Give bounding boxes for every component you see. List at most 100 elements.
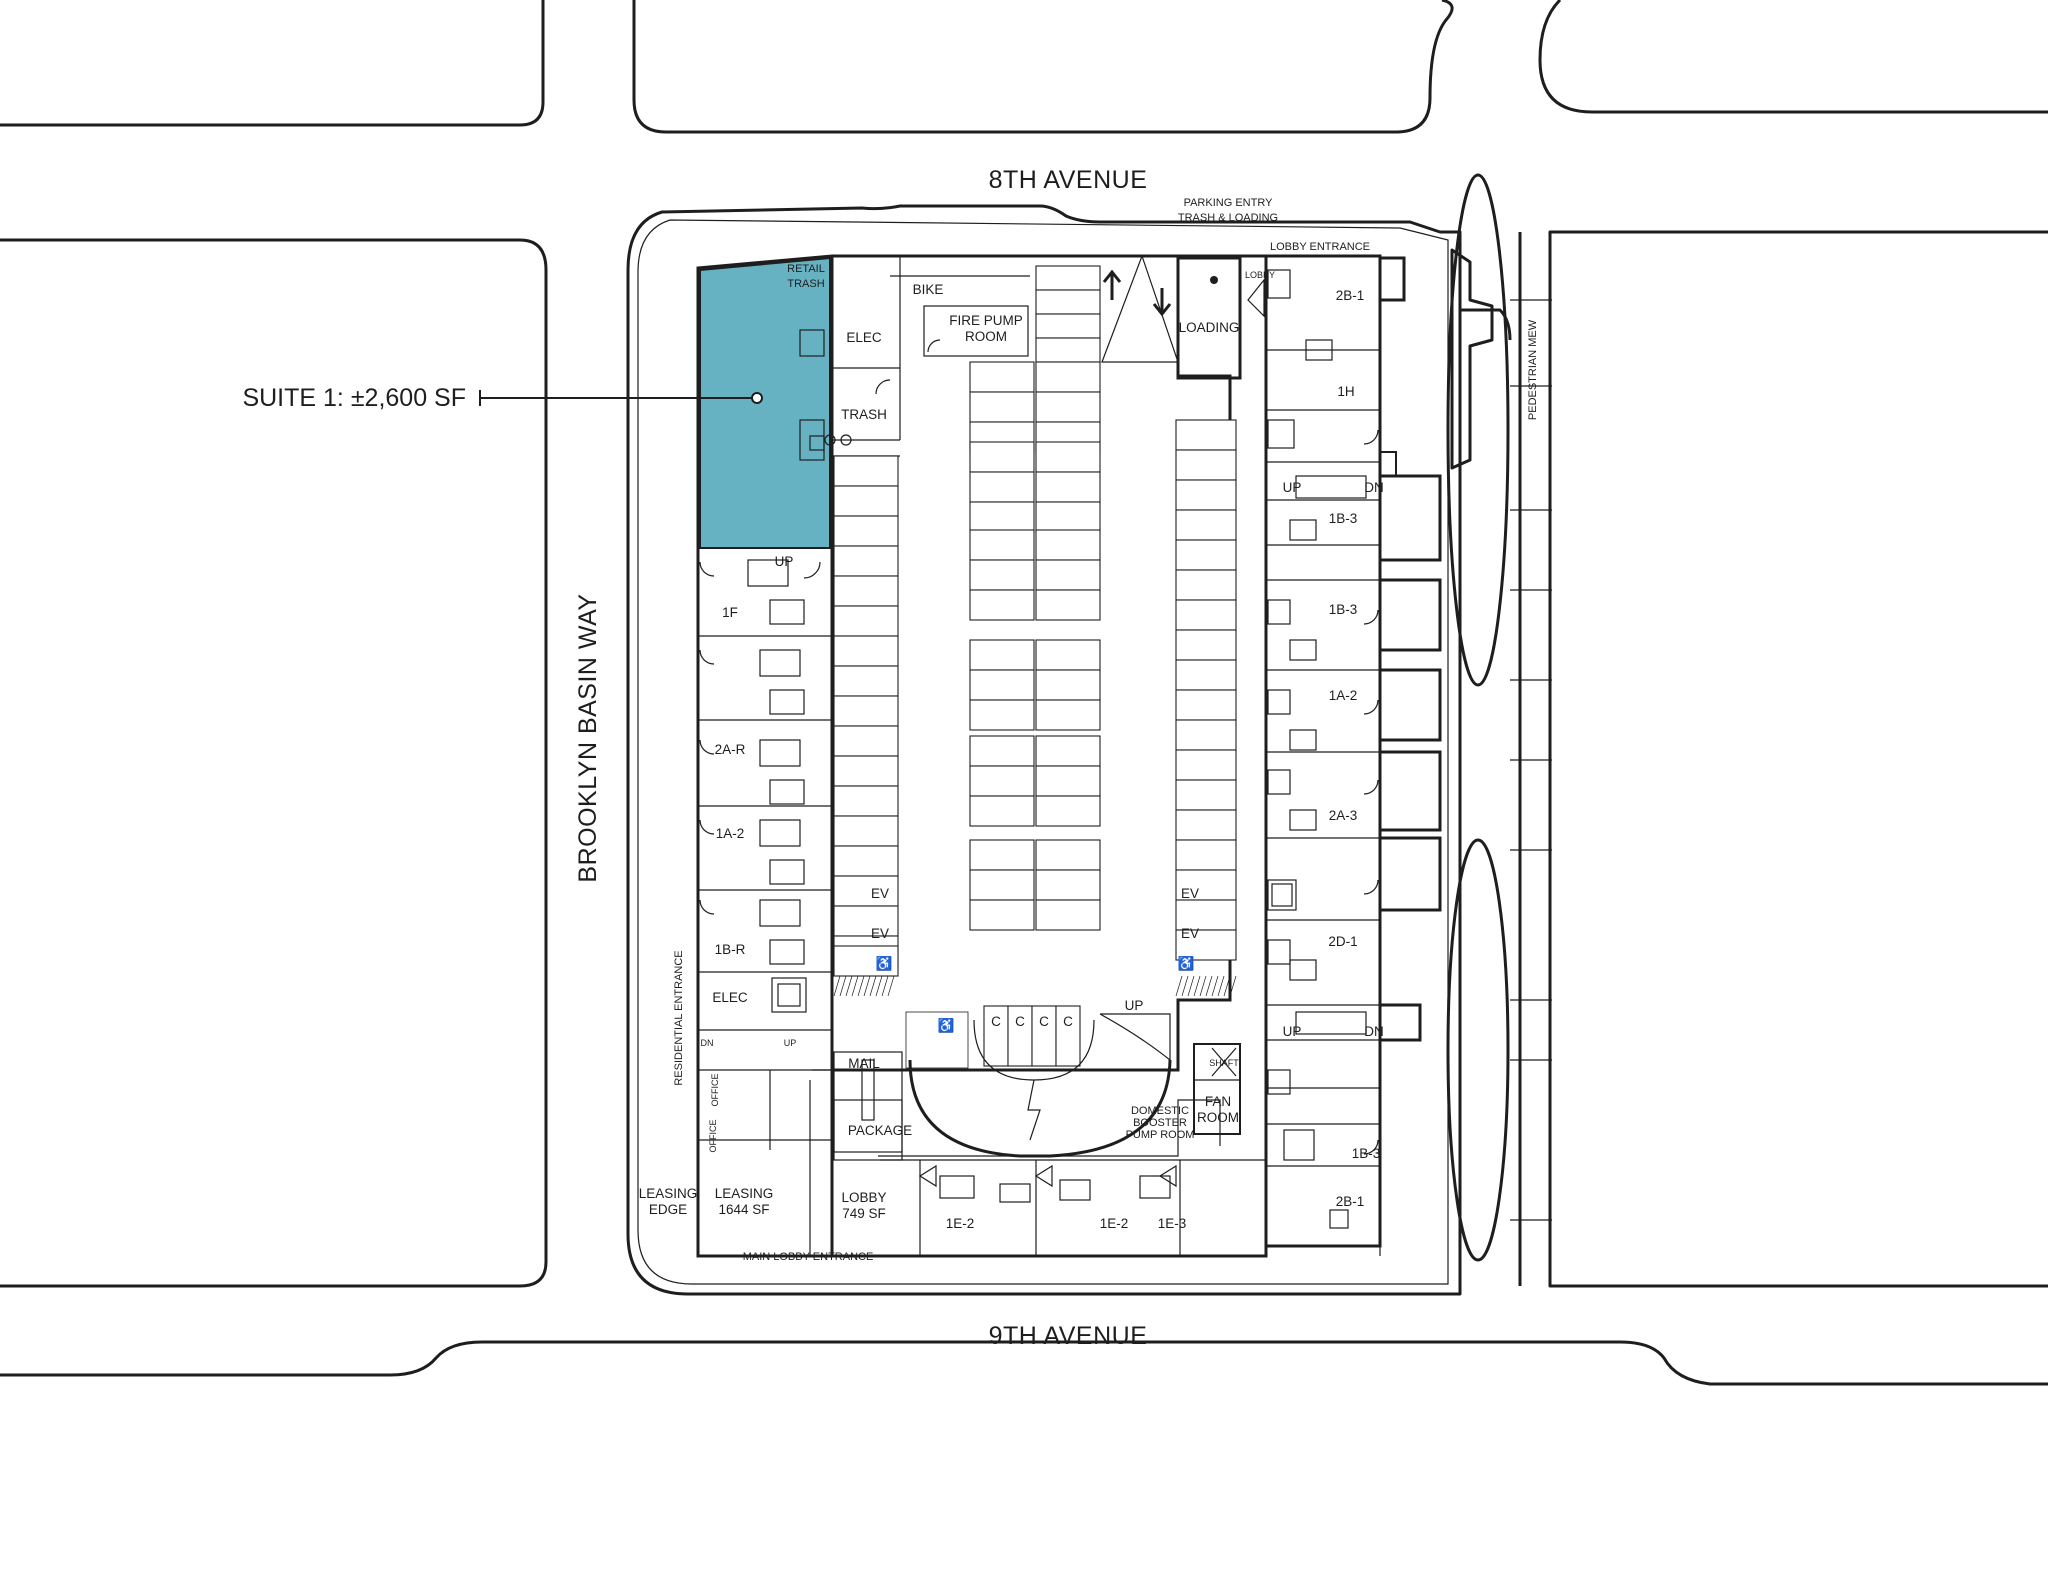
main-lobby-entrance-label: MAIN LOBBY ENTRANCE bbox=[743, 1251, 874, 1263]
parking-stall-65 bbox=[1175, 599, 1237, 631]
accessible-stall-ramp: ♿ bbox=[938, 1017, 955, 1033]
parking-stall-2 bbox=[1035, 289, 1101, 315]
parking-stall-56 bbox=[833, 905, 899, 937]
parking-stall-58 bbox=[833, 945, 899, 977]
parking-stall-15 bbox=[969, 501, 1035, 533]
parking-stall-52 bbox=[833, 785, 899, 817]
parking-stall-40 bbox=[1035, 899, 1101, 931]
street-pedestrian-mew: PEDESTRIAN MEW bbox=[1527, 319, 1539, 420]
parking-stall-8 bbox=[1035, 391, 1101, 423]
lobby-entrance-label: LOBBY ENTRANCE bbox=[1270, 241, 1370, 253]
parking-stall-39 bbox=[969, 899, 1035, 931]
retail-trash-label: RETAIL bbox=[787, 263, 825, 275]
parking-stall-79 bbox=[1031, 1005, 1057, 1067]
parking-stall-51 bbox=[833, 755, 899, 787]
unit-2b-1-south: 2B-1 bbox=[1336, 1194, 1365, 1209]
parking-stall-45 bbox=[833, 575, 899, 607]
entrance-labels: PARKING ENTRY TRASH & LOADING LOBBY ENTR… bbox=[673, 197, 1370, 1263]
parking-stall-14 bbox=[1035, 471, 1101, 503]
parking-stall-44 bbox=[833, 545, 899, 577]
parking-stall-53 bbox=[833, 815, 899, 847]
parking-stall-46 bbox=[833, 605, 899, 637]
unit-labels-west: 1F 2A-R 1A-2 1B-R bbox=[715, 605, 746, 957]
parking-stall-28 bbox=[1035, 699, 1101, 731]
east-wing-rooms bbox=[1247, 269, 1381, 1256]
east-stair-up-label: UP bbox=[1283, 480, 1302, 495]
leasing-edge-label-2: EDGE bbox=[649, 1202, 687, 1217]
compact-stall-1: C bbox=[991, 1014, 1001, 1029]
booster-pump-label-3: PUMP ROOM bbox=[1126, 1129, 1195, 1141]
loading-label: LOADING bbox=[1179, 320, 1240, 335]
parking-stall-3 bbox=[1035, 313, 1101, 339]
accessible-stall-west: ♿ bbox=[876, 955, 893, 971]
parking-stall-73 bbox=[1175, 839, 1237, 871]
ev-stall-east-2: EV bbox=[1181, 926, 1199, 941]
mail-room-label: MAIL bbox=[848, 1056, 880, 1071]
unit-1b-r: 1B-R bbox=[715, 942, 746, 957]
access-aisle-hatch bbox=[1217, 975, 1225, 997]
west-stair-up-label: UP bbox=[775, 554, 794, 569]
unit-2b-1-north: 2B-1 bbox=[1336, 288, 1365, 303]
parking-stall-64 bbox=[1175, 569, 1237, 601]
unit-1b-3-a: 1B-3 bbox=[1329, 511, 1358, 526]
access-aisle-hatch bbox=[1199, 975, 1207, 997]
parking-stall-54 bbox=[833, 845, 899, 877]
east-stair-dn-label-2: DN bbox=[1364, 1024, 1384, 1039]
parking-stall-75 bbox=[1175, 899, 1237, 931]
office-label-2: OFFICE bbox=[708, 1120, 718, 1153]
ev-stall-east-1: EV bbox=[1181, 886, 1199, 901]
retail-trash-label-2: TRASH bbox=[787, 278, 824, 290]
parking-stall-59 bbox=[1175, 419, 1237, 451]
access-aisle-hatch bbox=[845, 975, 853, 997]
parking-stall-33 bbox=[969, 795, 1035, 827]
parking-entry-marker bbox=[1210, 276, 1218, 284]
parking-stall-35 bbox=[969, 839, 1035, 871]
parking-stall-37 bbox=[969, 869, 1035, 901]
parking-entry-ramp bbox=[1101, 254, 1179, 363]
parking-stall-32 bbox=[1035, 765, 1101, 797]
fan-room-label-1: FAN bbox=[1205, 1094, 1231, 1109]
leasing-area-label: 1644 SF bbox=[718, 1202, 769, 1217]
parking-stall-18 bbox=[1035, 529, 1101, 561]
parking-stall-31 bbox=[969, 765, 1035, 797]
parking-stall-61 bbox=[1175, 479, 1237, 511]
parking-stall-36 bbox=[1035, 839, 1101, 871]
parking-stall-12 bbox=[1035, 441, 1101, 473]
curb-lines bbox=[0, 0, 2048, 1386]
parking-stall-20 bbox=[1035, 559, 1101, 591]
east-stair-up-label-2: UP bbox=[1283, 1024, 1302, 1039]
parking-stall-25 bbox=[969, 669, 1035, 701]
access-aisle-hatch bbox=[1187, 975, 1195, 997]
unit-1f: 1F bbox=[722, 605, 738, 620]
parking-stall-23 bbox=[969, 639, 1035, 671]
parking-stall-41 bbox=[833, 455, 899, 487]
unit-1e-3: 1E-3 bbox=[1158, 1216, 1187, 1231]
access-aisle-hatch bbox=[851, 975, 859, 997]
parking-stall-21 bbox=[969, 589, 1035, 621]
lobby-small-label: LOBBY bbox=[1245, 270, 1275, 280]
trash-room-label: TRASH bbox=[841, 407, 887, 422]
unit-1a-2-west: 1A-2 bbox=[716, 826, 745, 841]
parking-stall-1 bbox=[1035, 265, 1101, 291]
parking-stall-19 bbox=[969, 559, 1035, 591]
parking-stall-68 bbox=[1175, 689, 1237, 721]
leasing-edge-label: LEASING bbox=[639, 1186, 698, 1201]
parking-stall-26 bbox=[1035, 669, 1101, 701]
parking-stall-4 bbox=[1035, 337, 1101, 363]
accessible-stall-east: ♿ bbox=[1178, 955, 1195, 971]
bike-room-label: BIKE bbox=[913, 282, 944, 297]
access-aisle-hatch bbox=[869, 975, 877, 997]
compact-stall-2: C bbox=[1015, 1014, 1025, 1029]
parking-stall-42 bbox=[833, 485, 899, 517]
leasing-label: LEASING bbox=[715, 1186, 774, 1201]
unit-1b-3-c: 1B-3 bbox=[1352, 1146, 1381, 1161]
street-9th-avenue: 9TH AVENUE bbox=[989, 1322, 1148, 1350]
suite-1-highlight[interactable] bbox=[699, 256, 831, 549]
lobby-area-label: 749 SF bbox=[842, 1206, 886, 1221]
lobby-label: LOBBY bbox=[841, 1190, 886, 1205]
garage-up-label: UP bbox=[1125, 998, 1144, 1013]
elec-room-north-label: ELEC bbox=[846, 330, 882, 345]
fan-room-label-2: ROOM bbox=[1197, 1110, 1239, 1125]
